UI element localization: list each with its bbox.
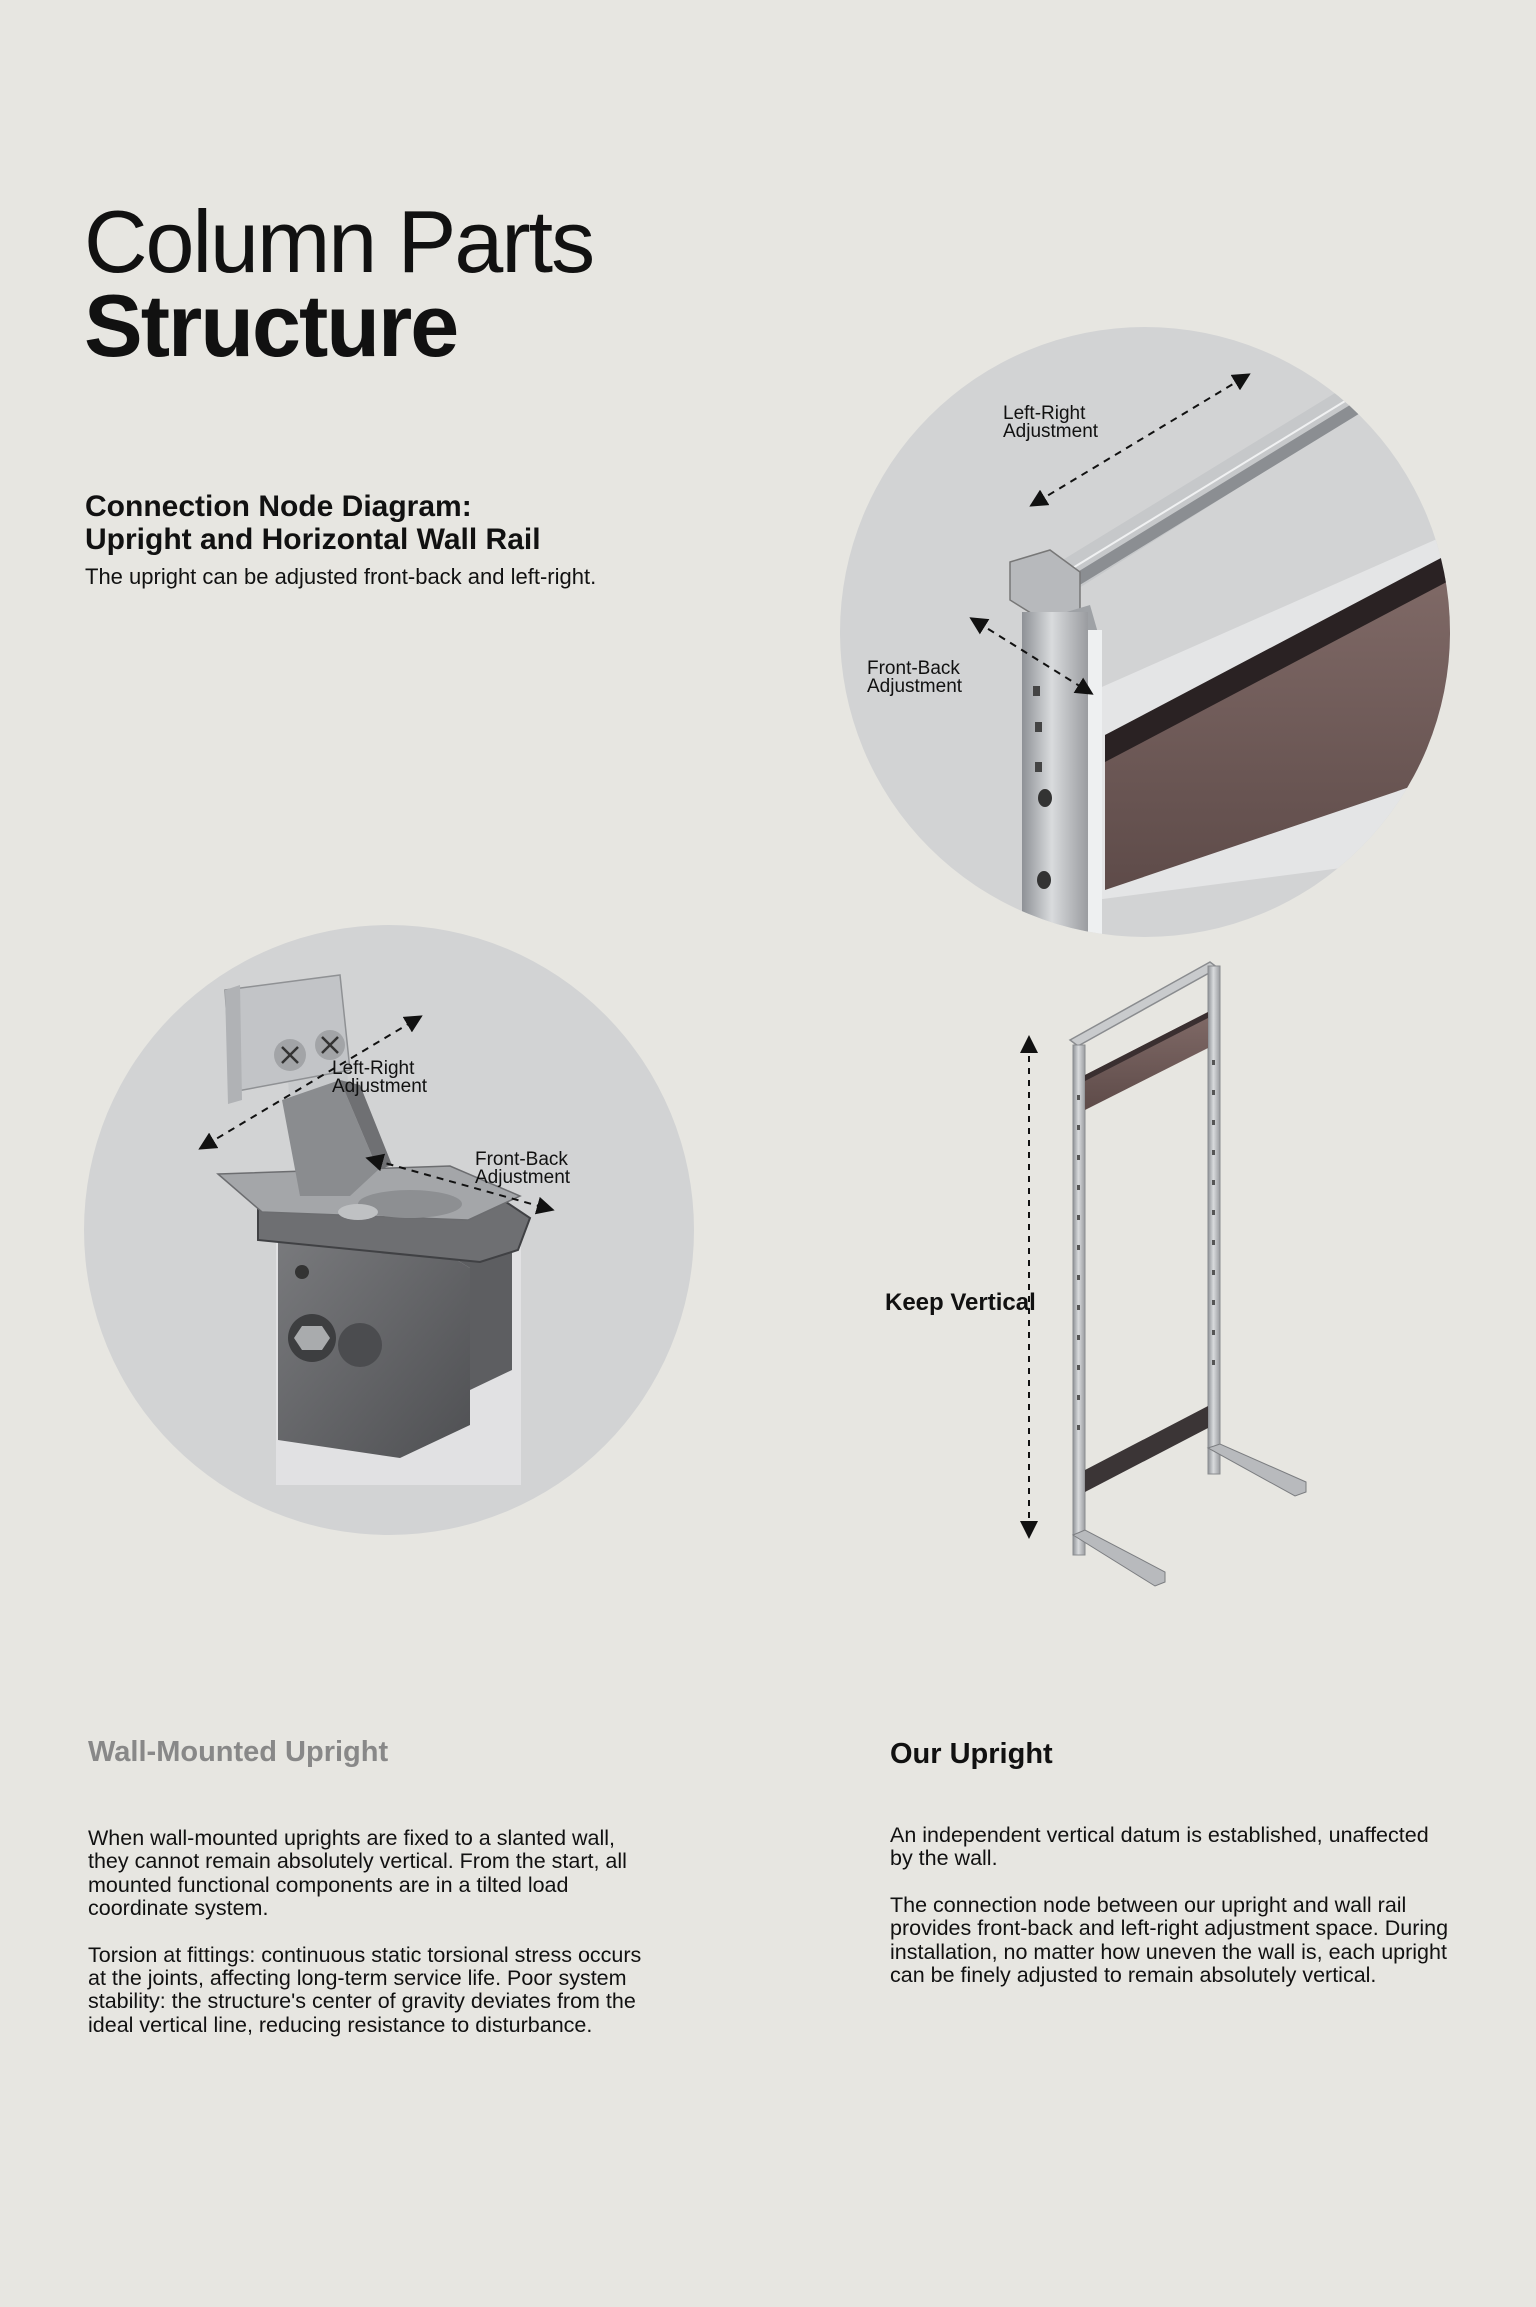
left-front-back-label: Front-Back Adjustment bbox=[475, 1149, 571, 1188]
top-left-right-label-line2: Adjustment bbox=[1003, 421, 1099, 442]
left-front-back-label-line1: Front-Back bbox=[475, 1149, 568, 1170]
wall-mounted-paragraph-1: When wall-mounted uprights are fixed to … bbox=[88, 1826, 627, 1921]
page-title-light: Column Parts bbox=[84, 192, 595, 291]
top-front-back-label: Front-Back Adjustment bbox=[867, 658, 963, 697]
diagram-heading-line1: Connection Node Diagram: bbox=[85, 490, 472, 523]
left-left-right-label: Left-Right Adjustment bbox=[332, 1058, 428, 1097]
left-left-right-label-line2: Adjustment bbox=[332, 1076, 428, 1097]
wall-mounted-paragraph-2: Torsion at fittings: continuous static t… bbox=[88, 1942, 642, 2037]
our-upright-paragraph-1: An independent vertical datum is establi… bbox=[890, 1823, 1429, 1871]
diagram-subtitle: The upright can be adjusted front-back a… bbox=[85, 564, 597, 589]
diagram-heading: Connection Node Diagram: Upright and Hor… bbox=[85, 490, 705, 556]
keep-vertical-label: Keep Vertical bbox=[885, 1289, 1036, 1316]
vertical-frame-illustration bbox=[1020, 961, 1307, 1587]
our-upright-paragraph-2: The connection node between our upright … bbox=[890, 1892, 1449, 1988]
top-left-right-label-line1: Left-Right bbox=[1003, 403, 1086, 424]
left-front-back-label-line2: Adjustment bbox=[475, 1167, 571, 1188]
page-title-bold: Structure bbox=[84, 276, 459, 375]
connection-node-closeup bbox=[840, 327, 1450, 937]
diagram-heading-line2: Upright and Horizontal Wall Rail bbox=[85, 523, 541, 556]
top-front-back-label-line1: Front-Back bbox=[867, 658, 960, 679]
top-front-back-label-line2: Adjustment bbox=[867, 676, 963, 697]
our-upright-title: Our Upright bbox=[890, 1738, 1053, 1770]
wall-mounted-title: Wall-Mounted Upright bbox=[88, 1736, 389, 1768]
left-left-right-label-line1: Left-Right bbox=[332, 1058, 415, 1079]
bracket-closeup bbox=[84, 925, 694, 1535]
top-left-right-label: Left-Right Adjustment bbox=[1003, 403, 1099, 442]
wall-mounted-text: When wall-mounted uprights are fixed to … bbox=[88, 1826, 648, 2060]
our-upright-text: An independent vertical datum is establi… bbox=[890, 1823, 1450, 2010]
